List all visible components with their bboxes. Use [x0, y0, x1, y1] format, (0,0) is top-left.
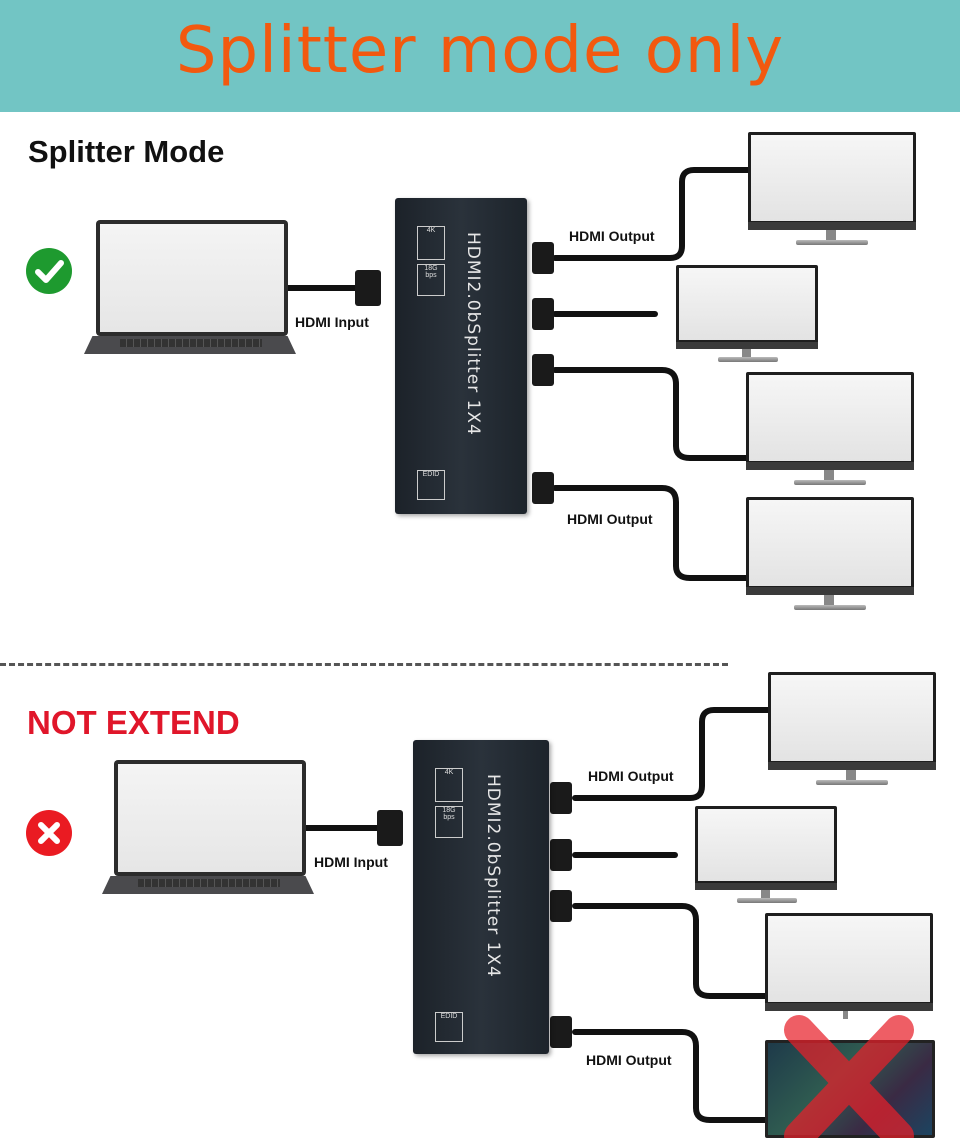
output-monitor [768, 672, 936, 788]
source-laptop [102, 760, 314, 896]
header-banner: Splitter mode only [0, 0, 960, 112]
crossed-out-monitor [765, 1015, 935, 1138]
hdmi-output-label: HDMI Output [569, 228, 655, 244]
4k-badge: 4K [417, 226, 445, 260]
banner-title: Splitter mode only [175, 14, 785, 88]
4k-badge: 4K [435, 768, 463, 802]
hdmi-output-label: HDMI Output [588, 768, 674, 784]
check-circle-icon [26, 248, 72, 294]
section-title-not-extend: NOT EXTEND [27, 704, 240, 741]
device-model-label: HDMI2.0bSplitter 1X4 [463, 232, 483, 436]
bandwidth-badge: 18G bps [417, 264, 445, 296]
edid-badge: EDID [417, 470, 445, 500]
hdmi-splitter-device: 4K 18G bps EDID HDMI2.0bSplitter 1X4 [395, 198, 527, 514]
output-monitor [676, 265, 818, 365]
section-divider [0, 663, 728, 666]
output-monitor [695, 806, 837, 906]
source-laptop [84, 220, 296, 356]
edid-badge: EDID [435, 1012, 463, 1042]
hdmi-splitter-device: 4K 18G bps EDID HDMI2.0bSplitter 1X4 [413, 740, 549, 1054]
output-monitor [748, 132, 916, 248]
bandwidth-badge: 18G bps [435, 806, 463, 838]
output-monitor [746, 372, 914, 488]
section-title-splitter-mode: Splitter Mode [28, 134, 225, 169]
hdmi-input-label: HDMI Input [314, 854, 388, 870]
laptop-screen-image [100, 224, 284, 332]
output-monitor [746, 497, 914, 613]
laptop-screen-image [118, 764, 302, 872]
hdmi-output-label: HDMI Output [586, 1052, 672, 1068]
hdmi-input-label: HDMI Input [295, 314, 369, 330]
device-model-label: HDMI2.0bSplitter 1X4 [483, 774, 503, 978]
red-x-icon [784, 1015, 914, 1138]
hdmi-output-label: HDMI Output [567, 511, 653, 527]
x-circle-icon [26, 810, 72, 856]
output-monitor [765, 913, 933, 1025]
